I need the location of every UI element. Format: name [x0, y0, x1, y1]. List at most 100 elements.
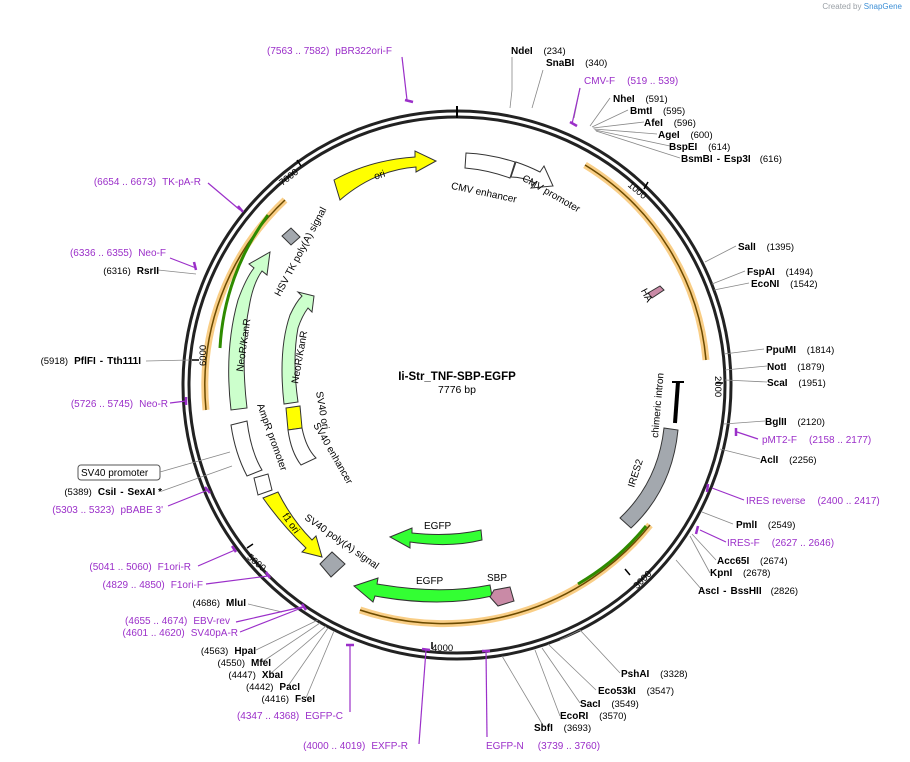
site-econi: EcoNI (1542)	[751, 279, 818, 290]
feature-hsv-tk-polya-label: HSV TK poly(A) signal	[273, 206, 329, 299]
feature-sv40-polya	[319, 551, 346, 578]
site-agei: AgeI (600)	[658, 130, 713, 141]
feature-sv40-enhancer-label: SV40 enhancer	[310, 421, 354, 487]
feature-egfp-inner	[388, 527, 483, 549]
site-asci: AscI-BssHII(2826)	[698, 586, 798, 597]
site-bglii: BglII (2120)	[765, 417, 825, 428]
site-acc65i: Acc65I (2674)	[717, 556, 788, 567]
credit-prefix: Created by	[822, 2, 862, 11]
feature-ires2-label: IRES2	[626, 458, 646, 489]
feature-f1-ori	[262, 491, 323, 558]
primer-pbabe-3: (5303 .. 5323)pBABE 3'	[52, 505, 163, 516]
feature-ha-label: HA	[638, 287, 654, 305]
site-hpai: (4563)HpaI	[201, 646, 256, 657]
site-rsrii: (6316)RsrII	[103, 266, 159, 277]
site-saci: SacI (3549)	[580, 699, 639, 710]
primer-egfp-n: EGFP-N(3739 .. 3760)	[486, 741, 600, 752]
site-nhei: NheI (591)	[613, 94, 668, 105]
site-ppumi: PpuMI (1814)	[766, 345, 834, 356]
feature-egfp-inner-label: EGFP	[424, 521, 452, 532]
tick-labels: 1000 2000 3000 4000 5000 6000 7000	[198, 167, 723, 654]
feature-ha	[647, 285, 665, 299]
feature-neo-outer	[228, 251, 271, 411]
feature-ampr-promoter	[253, 473, 273, 496]
site-ecori: EcoRI (3570)	[560, 711, 627, 722]
leader-lines	[145, 57, 768, 728]
primer-ires-reverse: IRES reverse(2400 .. 2417)	[746, 496, 880, 507]
primer-tk-pa-r: (6654 .. 6673)TK-pA-R	[94, 177, 201, 188]
feature-chimeric-intron	[673, 381, 680, 424]
site-pflfi: (5918)PflFI-Tth111I	[41, 356, 142, 367]
tick-marks	[192, 159, 723, 649]
plasmid-size: 7776 bp	[438, 384, 476, 396]
primer-ebv-rev: (4655 .. 4674)EBV-rev	[125, 616, 230, 627]
primer-exfp-r: (4000 .. 4019)EXFP-R	[303, 741, 408, 752]
feature-ori-label: ori	[373, 169, 387, 183]
site-pshai: PshAI (3328)	[621, 669, 688, 680]
credit-brand: SnapGene	[863, 2, 902, 11]
site-ndei: NdeI (234)	[511, 46, 566, 57]
feature-hsv-tk-polya	[281, 227, 301, 246]
primer-sv40pa-r: (4601 .. 4620)SV40pA-R	[122, 628, 238, 639]
site-eco53ki: Eco53kI (3547)	[598, 686, 674, 697]
primer-ires-f: IRES-F(2627 .. 2646)	[727, 538, 834, 549]
site-xbai: (4447)XbaI	[228, 670, 283, 681]
primer-markers	[167, 56, 759, 745]
feature-ori	[333, 150, 438, 201]
site-labels: NdeI (234) SnaBI (340) NheI (591) BmtI (…	[41, 46, 835, 734]
orf-arcs	[201, 162, 710, 628]
site-csii: (5389)CsiI-SexAI *	[64, 487, 162, 498]
tick-4000: 4000	[432, 643, 453, 654]
primer-f1ori-f: (4829 .. 4850)F1ori-F	[103, 580, 204, 591]
features: ori CMV enhancer CMV promoter HA chimeri…	[77, 150, 684, 607]
orf-line-neo	[218, 214, 270, 349]
primer-pbr322ori-f: (7563 .. 7582)pBR322ori-F	[267, 46, 392, 57]
feature-sbp	[489, 586, 515, 607]
site-sbfi: SbfI (3693)	[534, 723, 591, 734]
feature-ires2	[619, 427, 679, 529]
site-fspai: FspAI (1494)	[747, 267, 813, 278]
snapgene-credit: Created by SnapGene	[822, 2, 902, 11]
site-fsei: (4416)FseI	[262, 694, 316, 705]
primer-pmt2-f: pMT2-F(2158 .. 2177)	[762, 435, 871, 446]
plasmid-name: Ii-Str_TNF-SBP-EGFP	[398, 371, 516, 383]
feature-egfp-outer-label: EGFP	[416, 576, 444, 587]
feature-cmv-promoter	[510, 161, 554, 189]
site-afei: AfeI (596)	[644, 118, 696, 129]
tick-6000: 6000	[198, 345, 209, 366]
primer-cmv-f: CMV-F(519 .. 539)	[584, 76, 678, 87]
site-scai: ScaI (1951)	[767, 378, 826, 389]
site-mlui: (4686)MluI	[193, 598, 247, 609]
primer-neo-f: (6336 .. 6355)Neo-F	[70, 248, 166, 259]
feature-cmv-enhancer	[464, 152, 516, 179]
feature-sbp-label: SBP	[487, 573, 507, 584]
feature-sv40-promoter-box	[77, 464, 161, 481]
feature-ampr-promoter-label: AmpR promoter	[254, 402, 289, 473]
site-acli: AclI (2256)	[760, 455, 817, 466]
site-bsmbi: BsmBI-Esp3I(616)	[681, 154, 782, 165]
site-sali: SalI (1395)	[738, 242, 794, 253]
feature-egfp-outer	[352, 577, 493, 603]
feature-cmv-enhancer-label: CMV enhancer	[450, 181, 518, 206]
feature-sv40-enhancer	[287, 427, 317, 466]
site-mfei: (4550)MfeI	[218, 658, 272, 669]
primer-neo-r: (5726 .. 5745)Neo-R	[71, 399, 168, 410]
site-paci: (4442)PacI	[246, 682, 300, 693]
site-kpni: KpnI (2678)	[710, 568, 770, 579]
feature-neo-inner	[281, 291, 315, 405]
feature-sv40-ori	[285, 405, 303, 431]
site-pmli: PmlI (2549)	[736, 520, 795, 531]
site-bmti: BmtI (595)	[630, 106, 685, 117]
primer-egfp-c: (4347 .. 4368)EGFP-C	[237, 711, 343, 722]
feature-cmv-promoter-label: CMV promoter	[520, 173, 582, 215]
feature-sv40-promoter-label: SV40 promoter	[81, 468, 149, 479]
orf-line-egfp	[577, 525, 648, 586]
site-snabi: SnaBI (340)	[546, 58, 607, 69]
feature-sv40-region	[230, 420, 263, 477]
primer-labels: (7563 .. 7582)pBR322ori-F CMV-F(519 .. 5…	[52, 46, 880, 752]
site-bspei: BspEI (614)	[669, 142, 730, 153]
primer-f1ori-r: (5041 .. 5060)F1ori-R	[89, 562, 191, 573]
tick-2000: 2000	[712, 376, 723, 397]
site-noti: NotI (1879)	[767, 362, 825, 373]
